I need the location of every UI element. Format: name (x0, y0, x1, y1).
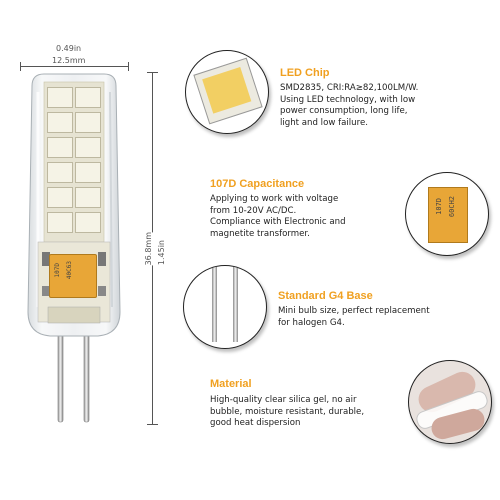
g4-led-bulb: 107D 40C63 (14, 72, 134, 427)
height-tick-top (147, 72, 158, 73)
feature-line: magnetite transformer. (210, 228, 310, 239)
feature-line: High-quality clear silica gel, no air (210, 395, 357, 405)
led-chip-closeup-icon (185, 50, 269, 134)
width-tick-right (128, 62, 129, 71)
capacitor-body: 107D 60CH2 (428, 187, 468, 243)
capacitor-closeup-icon: 107D 60CH2 (405, 172, 489, 256)
led-chip-phosphor (202, 67, 252, 114)
feature-description: Mini bulb size, perfect replacement for … (278, 306, 430, 329)
feature-line: for halogen G4. (278, 317, 345, 328)
feature-description: SMD2835, CRI:RA≥82,100LM/W. Using LED te… (280, 83, 418, 129)
bulb-body-icon (27, 73, 121, 423)
feature-line: Applying to work with voltage (210, 194, 339, 204)
g4-pins-closeup-icon (183, 265, 267, 349)
feature-line: SMD2835, CRI:RA≥82,100LM/W. (280, 83, 419, 93)
feature-line: power consumption, long life, (280, 106, 408, 116)
capacitor-closeup-marking-2: 60CH2 (448, 196, 456, 218)
feature-line: Using LED technology, with low (280, 94, 416, 105)
width-mm-label: 12.5mm (52, 56, 86, 65)
capacitor-marking-1: 107D (54, 263, 61, 278)
capacitor-marking-2: 40C63 (66, 261, 73, 280)
led-bead (47, 112, 73, 133)
width-dimension-line (20, 66, 128, 67)
feature-line: light and low failure. (280, 117, 368, 128)
capacitor-closeup-marking-1: 107D (435, 198, 443, 215)
led-bead (75, 87, 101, 108)
led-bead (75, 187, 101, 208)
width-tick-left (20, 62, 21, 71)
led-bead (75, 112, 101, 133)
led-bead (47, 212, 73, 233)
feature-line: from 10-20V AC/DC. (210, 205, 297, 216)
feature-title: 107D Capacitance (210, 178, 305, 190)
feature-line: Compliance with Electronic and (210, 217, 346, 227)
feature-line: good heat dispersion (210, 418, 301, 428)
feature-line: Mini bulb size, perfect replacement (278, 306, 430, 316)
bulb-capacitor: 107D 40C63 (49, 254, 97, 298)
led-chip-body (193, 57, 263, 125)
silica-gel-closeup-icon (408, 360, 492, 444)
feature-title: Material (210, 378, 252, 390)
width-inch-label: 0.49in (56, 44, 82, 53)
led-bead (47, 162, 73, 183)
feature-title: Standard G4 Base (278, 290, 373, 302)
led-bead (47, 137, 73, 158)
height-mm-label: 36.8mm (144, 232, 153, 266)
height-inch-label: 1.45in (157, 240, 166, 266)
g4-pin-right (233, 266, 238, 342)
height-tick-bottom (147, 424, 158, 425)
led-bead (75, 212, 101, 233)
led-bead (75, 137, 101, 158)
led-bead (47, 87, 73, 108)
feature-title: LED Chip (280, 67, 330, 79)
led-bead (75, 162, 101, 183)
feature-description: Applying to work with voltage from 10-20… (210, 194, 346, 240)
led-bead (47, 187, 73, 208)
g4-pin-left (212, 266, 217, 342)
feature-line: bubble, moisture resistant, durable, (210, 406, 365, 417)
feature-description: High-quality clear silica gel, no air bu… (210, 395, 364, 430)
